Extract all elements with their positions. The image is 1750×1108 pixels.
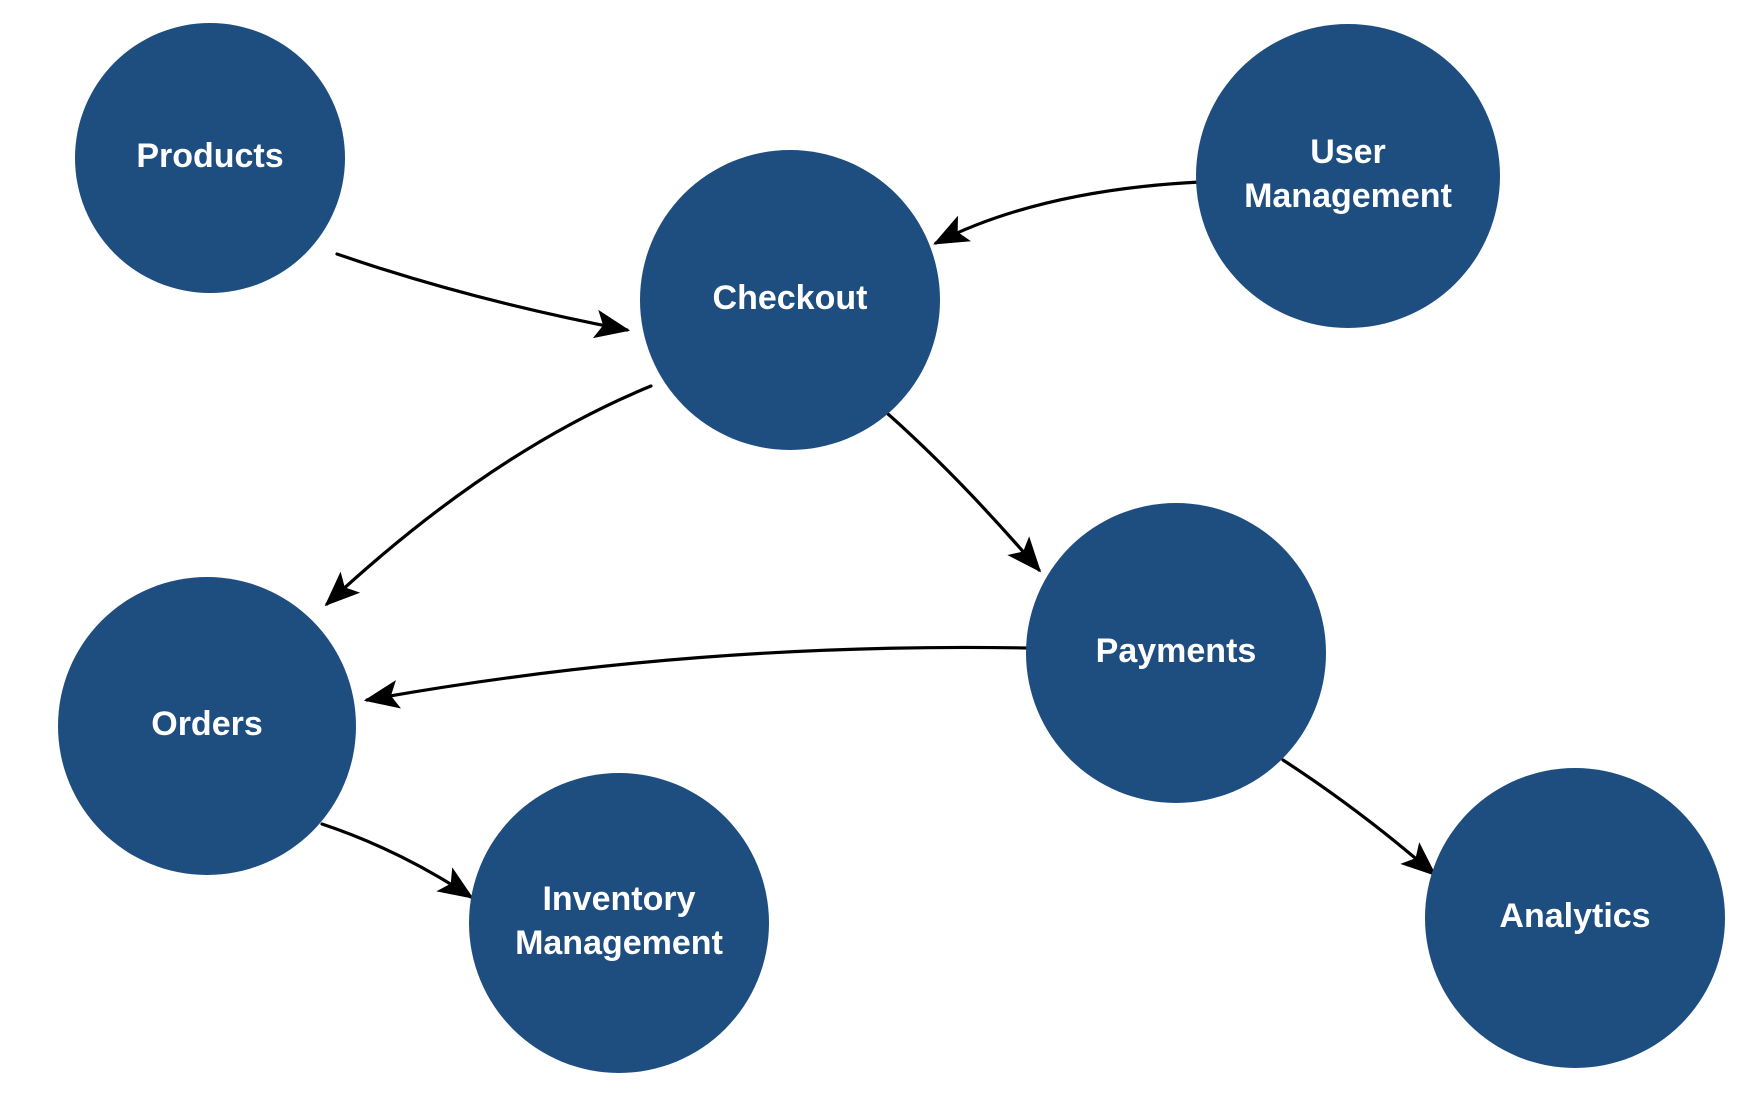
node-analytics-circle[interactable] (1425, 768, 1725, 1068)
node-products-circle[interactable] (75, 23, 345, 293)
node-checkout-circle[interactable] (640, 150, 940, 450)
edge-payments-orders[interactable] (363, 645, 1030, 709)
edge-layer (320, 180, 1437, 899)
edge-products-checkout[interactable] (335, 252, 631, 339)
edge-checkout-payments[interactable] (886, 412, 1042, 573)
node-inventory-management-circle[interactable] (469, 773, 769, 1073)
node-user-management-circle[interactable] (1196, 24, 1500, 328)
node-user-management[interactable]: User Management (1196, 24, 1500, 328)
node-products[interactable]: Products (75, 23, 345, 293)
node-orders-circle[interactable] (58, 577, 356, 875)
node-payments-circle[interactable] (1026, 503, 1326, 803)
edge-checkout-orders[interactable] (324, 384, 653, 607)
node-layer: Products Checkout User Management Orders… (58, 23, 1725, 1073)
node-checkout[interactable]: Checkout (640, 150, 940, 450)
edge-payments-analytics[interactable] (1281, 758, 1437, 877)
node-orders[interactable]: Orders (58, 577, 356, 875)
node-payments[interactable]: Payments (1026, 503, 1326, 803)
node-analytics[interactable]: Analytics (1425, 768, 1725, 1068)
edge-user-management-checkout[interactable] (933, 180, 1202, 245)
node-inventory-management[interactable]: Inventory Management (469, 773, 769, 1073)
edge-orders-inventory-management[interactable] (320, 822, 474, 899)
